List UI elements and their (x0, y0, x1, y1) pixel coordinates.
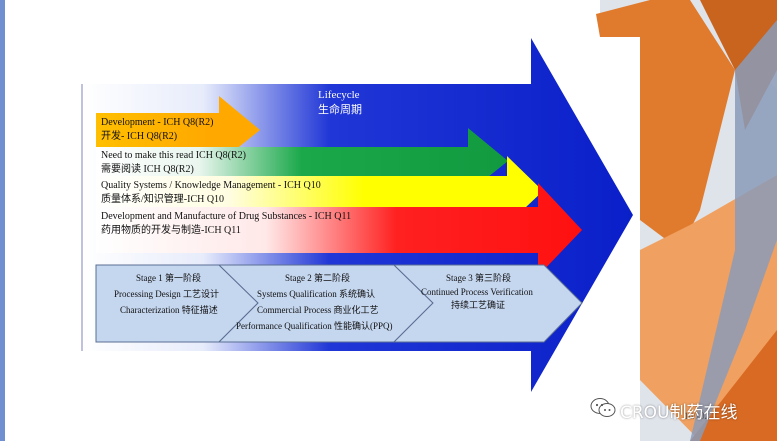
stage-2-line-2: Commercial Process 商业化工艺 (257, 305, 379, 315)
stage-1-line-1: Processing Design 工艺设计 (114, 289, 219, 299)
band-arrow-need-to-read (96, 128, 508, 193)
band-quality-systems-zh: 质量体系/知识管理-ICH Q10 (101, 194, 225, 205)
band-arrow-development (96, 96, 260, 163)
stage-1-line-2: Characterization 特征描述 (120, 305, 218, 315)
band-development-en: Development - ICH Q8(R2) (101, 117, 214, 128)
band-drug-substances-zh: 药用物质的开发与制造-ICH Q11 (101, 225, 241, 236)
band-drug-substances-en: Development and Manufacture of Drug Subs… (101, 211, 352, 222)
stage-2-title: Stage 2 第二阶段 (285, 273, 350, 283)
stage-3-title: Stage 3 第三阶段 (446, 273, 511, 283)
stage-3-line-1: Continued Process Verification (421, 287, 533, 297)
stage-2-line-1: Systems Qualification 系统确认 (257, 289, 375, 299)
band-need-to-read-zh: 需要阅读 ICH Q8(R2) (101, 164, 194, 175)
lifecycle-title-zh: 生命周期 (318, 103, 362, 116)
stage-3-chevron (392, 264, 583, 343)
stage-1-title: Stage 1 第一阶段 (136, 273, 201, 283)
lifecycle-title-en: Lifecycle (318, 89, 360, 101)
watermark-text: CROU制药在线 (620, 403, 738, 423)
band-arrow-drug-substances (96, 183, 582, 276)
stage-2-line-3: Performance Qualification 性能确认(PPQ) (236, 321, 393, 331)
band-arrow-quality-systems (96, 156, 543, 225)
watermark: CROU制药在线 (590, 395, 777, 425)
band-development-zh: 开发- ICH Q8(R2) (101, 131, 178, 142)
band-quality-systems-en: Quality Systems / Knowledge Management -… (101, 180, 321, 191)
chat-bubble-icon (590, 397, 616, 419)
page-number: 16/102 (684, 411, 710, 421)
stage-3-line-2: 持续工艺确证 (451, 300, 506, 310)
band-need-to-read-en: Need to make this read ICH Q8(R2) (101, 150, 246, 161)
